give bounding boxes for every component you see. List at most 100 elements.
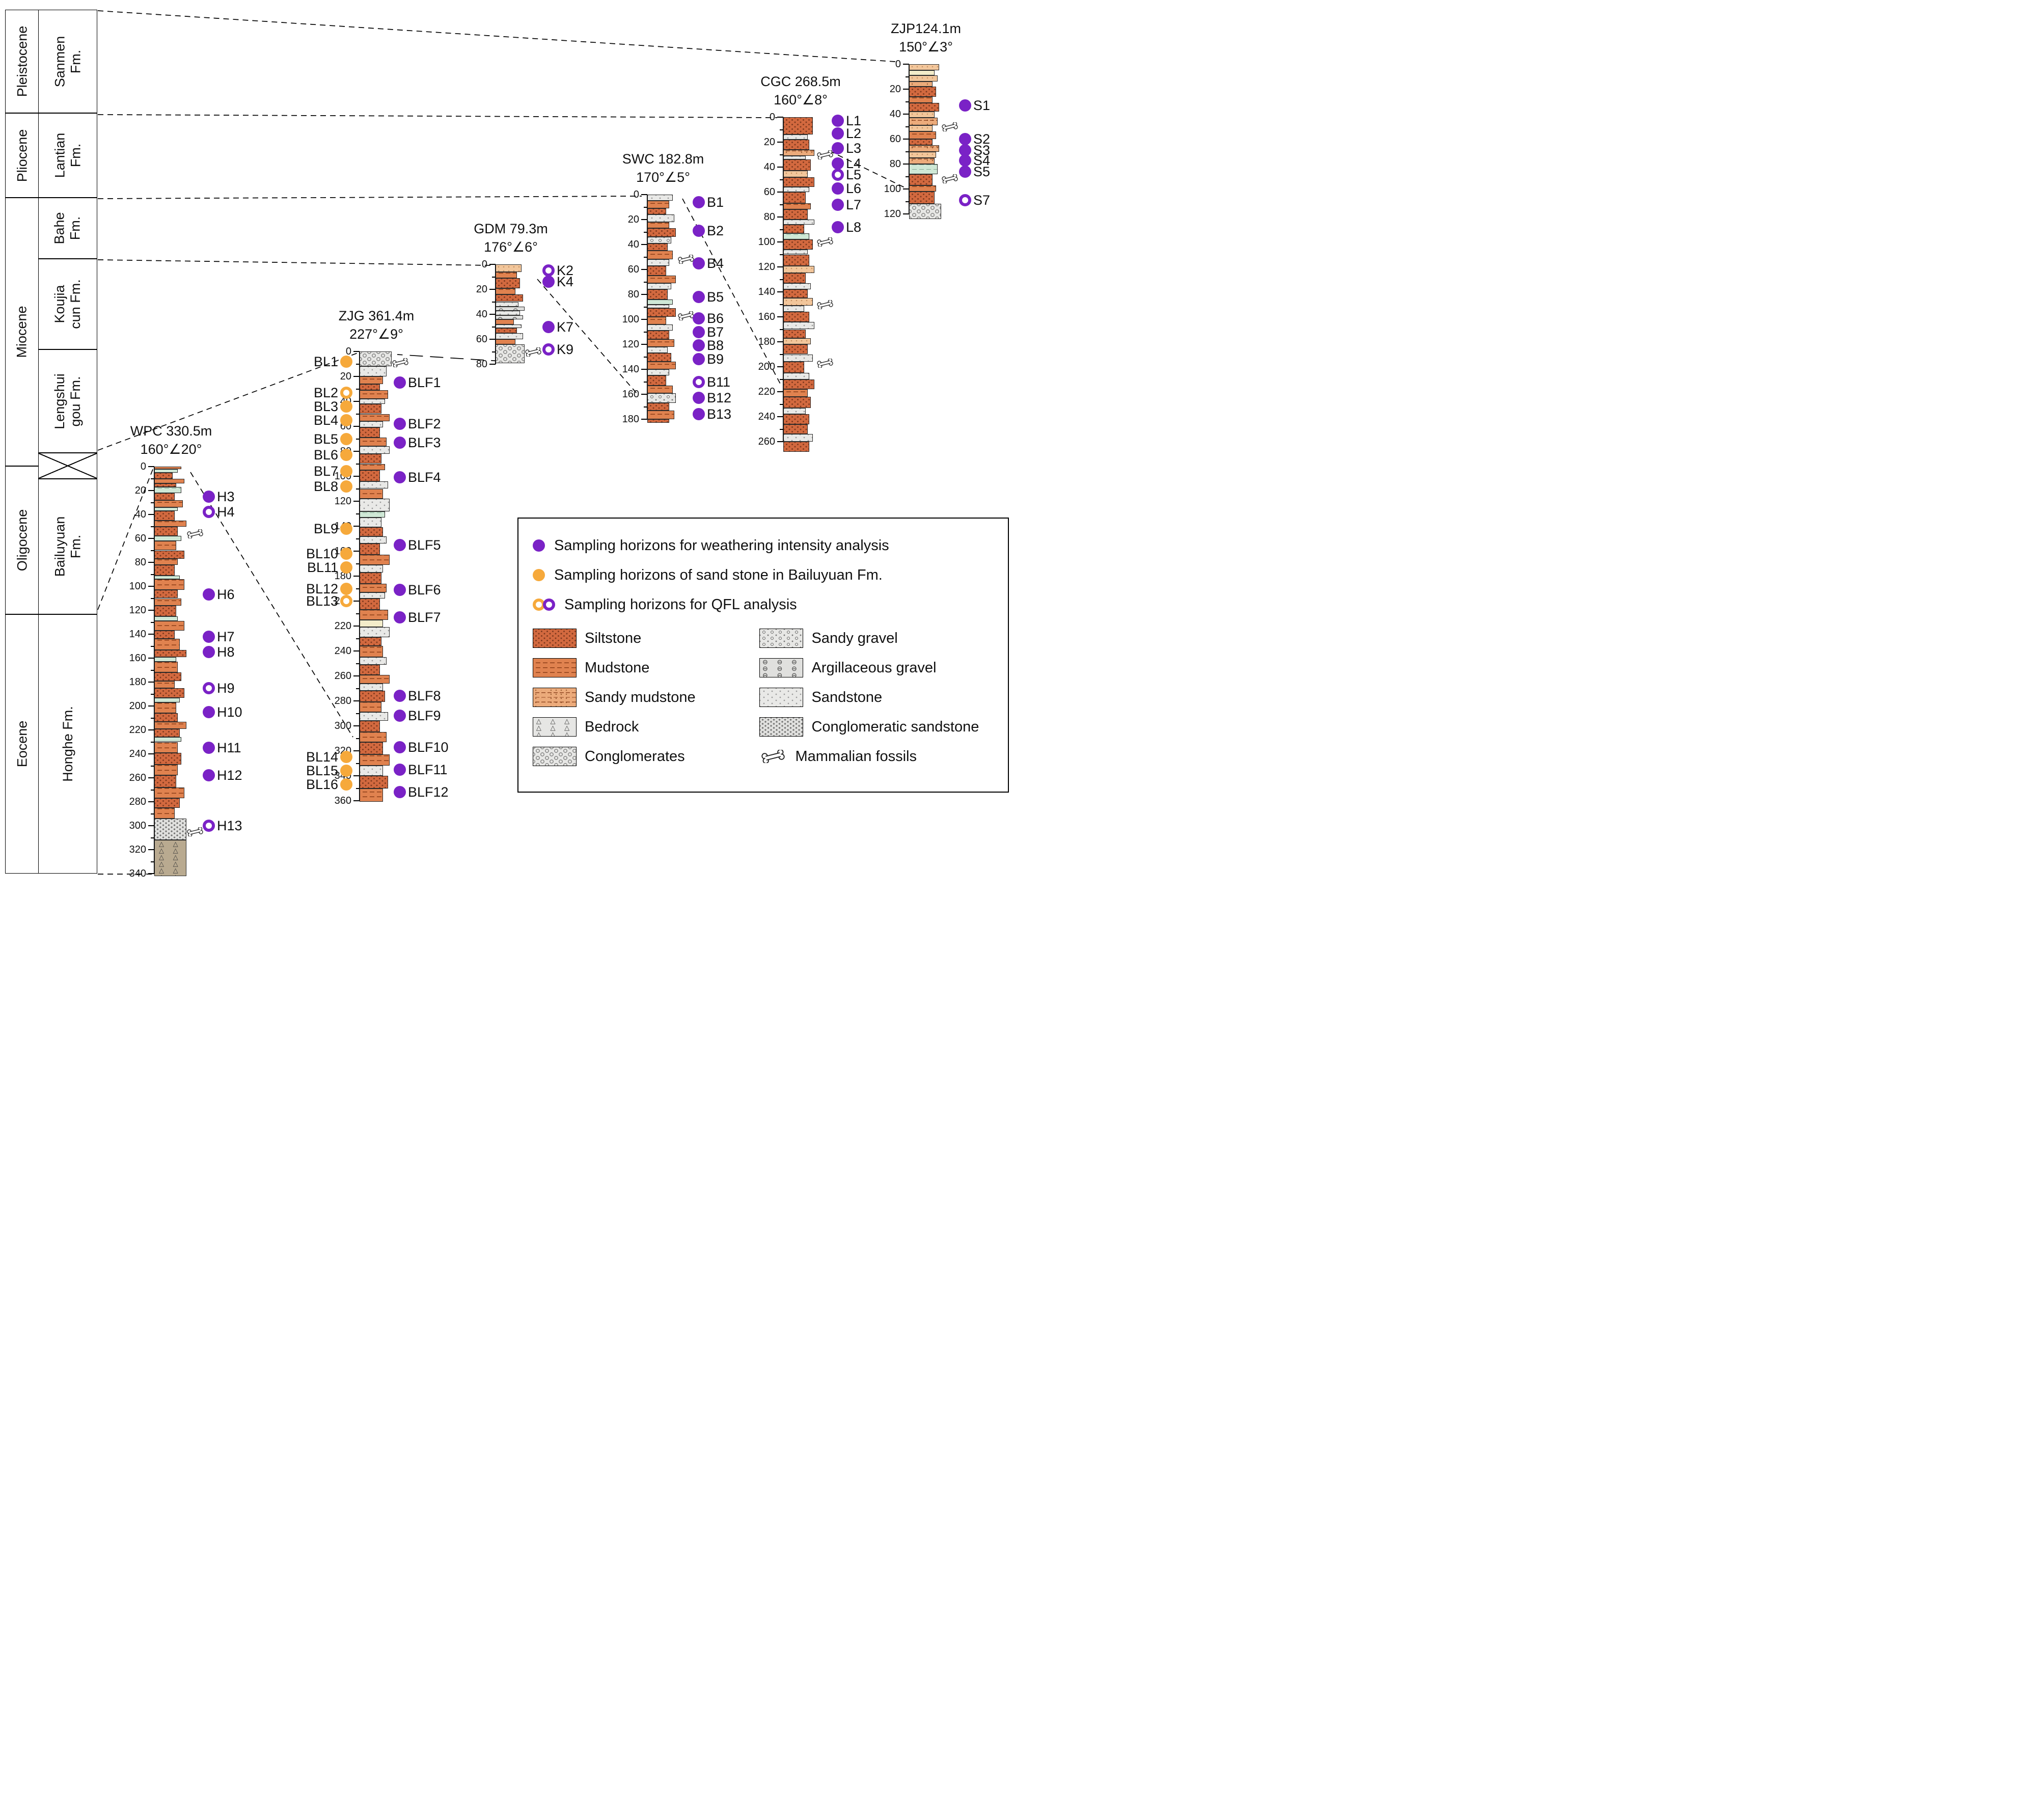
fossil-marker (816, 236, 834, 248)
sample-label-BLF4: BLF4 (408, 470, 441, 485)
gdm-tick (489, 364, 496, 365)
bed-mud (647, 222, 670, 229)
sample-marker-S4 (959, 154, 971, 167)
bed-mud (360, 788, 384, 802)
bed-silt (360, 637, 381, 646)
sample-marker-H4 (203, 506, 215, 519)
bed-silt (647, 289, 668, 300)
zjg-minor-tick (356, 463, 360, 465)
mammal-fossil-icon (761, 750, 785, 763)
sample-marker-B4 (693, 257, 705, 269)
zjp-section-title: ZJP124.1m (890, 21, 962, 36)
open-circle-pair-icon (533, 599, 555, 611)
mudstone-label: Mudstone (585, 659, 650, 676)
wpc-minor-tick (151, 597, 154, 599)
bed-green (909, 164, 938, 174)
sample-marker-BL4 (340, 414, 352, 426)
bed-sst (783, 283, 811, 290)
bed-peach (909, 64, 940, 71)
epoch-cell-miocene: Miocene (5, 198, 39, 466)
sample-marker-S1 (959, 99, 971, 112)
wpc-minor-tick (151, 837, 154, 838)
cgc-tick (777, 316, 783, 317)
zjp-tick (903, 114, 909, 115)
sandy-mudstone-swatch (533, 688, 577, 707)
gdm-minor-tick (492, 276, 496, 278)
zjg-tick (353, 351, 360, 352)
zjg-tick (353, 526, 360, 527)
bed-sst (360, 683, 384, 691)
correlation-line (97, 196, 642, 199)
bed-silt (783, 424, 808, 434)
bed-sst (783, 434, 813, 442)
sample-label-BL14: BL14 (306, 749, 338, 765)
conglomeratic-sandstone-label: Conglomeratic sandstone (811, 718, 979, 735)
swc-tick-value: 60 (627, 264, 639, 275)
bed-silt (647, 265, 667, 276)
swc-minor-tick (644, 256, 647, 258)
wpc-tick-value: 240 (129, 748, 146, 759)
sample-label-BLF5: BLF5 (408, 537, 441, 553)
sample-label-BL11: BL11 (307, 559, 338, 575)
sample-label-B6: B6 (707, 310, 724, 326)
bed-sst (496, 324, 522, 328)
gdm-tick (489, 264, 496, 265)
sample-marker-BL9 (340, 522, 352, 535)
sample-label-BL4: BL4 (313, 412, 338, 428)
epoch-label: Pleistocene (14, 25, 30, 97)
mammal-fossil-icon (392, 358, 408, 368)
sample-marker-B5 (693, 290, 705, 303)
bed-cong (360, 351, 392, 367)
epoch-cell-pliocene: Pliocene (5, 113, 39, 198)
argillaceous-gravel-label: Argillaceous gravel (811, 659, 937, 676)
wpc-tick-value: 340 (129, 868, 146, 879)
zjp-tick-value: 120 (884, 208, 901, 220)
sample-marker-B11 (693, 375, 705, 388)
zjg-minor-tick (356, 738, 360, 739)
sample-label-K4: K4 (557, 274, 574, 290)
zjg-minor-tick (356, 538, 360, 539)
wpc-tick (148, 514, 154, 515)
sample-label-L1: L1 (846, 113, 862, 129)
cgc-minor-tick (780, 204, 783, 205)
wpc-tick (148, 658, 154, 659)
bed-mud (360, 674, 390, 684)
bedrock-label: Bedrock (585, 718, 639, 735)
sample-label-BLF3: BLF3 (408, 434, 441, 450)
wpc-minor-tick (151, 574, 154, 575)
sample-marker-B2 (693, 225, 705, 237)
zjg-minor-tick (356, 787, 360, 789)
bed-silt (909, 191, 935, 204)
bed-silt (783, 140, 809, 150)
sample-label-S4: S4 (973, 152, 991, 168)
cgc-minor-tick (780, 229, 783, 230)
bed-sst (783, 249, 808, 255)
wpc-minor-tick (151, 669, 154, 671)
zjg-tick (353, 601, 360, 602)
zjp-minor-tick (906, 201, 909, 202)
swc-minor-tick (644, 356, 647, 358)
wpc-minor-tick (151, 550, 154, 551)
sample-label-S3: S3 (973, 143, 991, 158)
bed-silt (783, 396, 811, 408)
bed-sst (783, 305, 804, 312)
legend-qfl-label: Sampling horizons for QFL analysis (564, 596, 797, 613)
bed-silt (909, 174, 933, 185)
bed-silt (154, 775, 176, 787)
zjp-tick-value: 0 (895, 59, 901, 70)
purple-open-marker-icon (543, 599, 555, 611)
zjg-tick (353, 750, 360, 751)
bed-sst (647, 283, 671, 290)
bed-silt (360, 453, 381, 464)
mammal-fossil-icon (187, 826, 203, 837)
sample-label-B5: B5 (707, 289, 724, 305)
zjg-section-title: ZJG 361.4m (338, 308, 415, 323)
bed-silt (647, 403, 670, 411)
correlation-line (97, 259, 491, 266)
sample-marker-B9 (693, 353, 705, 366)
bed-mud (647, 317, 667, 324)
epoch-label: Oligocene (14, 509, 30, 572)
sample-label-BL9: BL9 (313, 521, 338, 536)
bed-silt (783, 379, 815, 390)
